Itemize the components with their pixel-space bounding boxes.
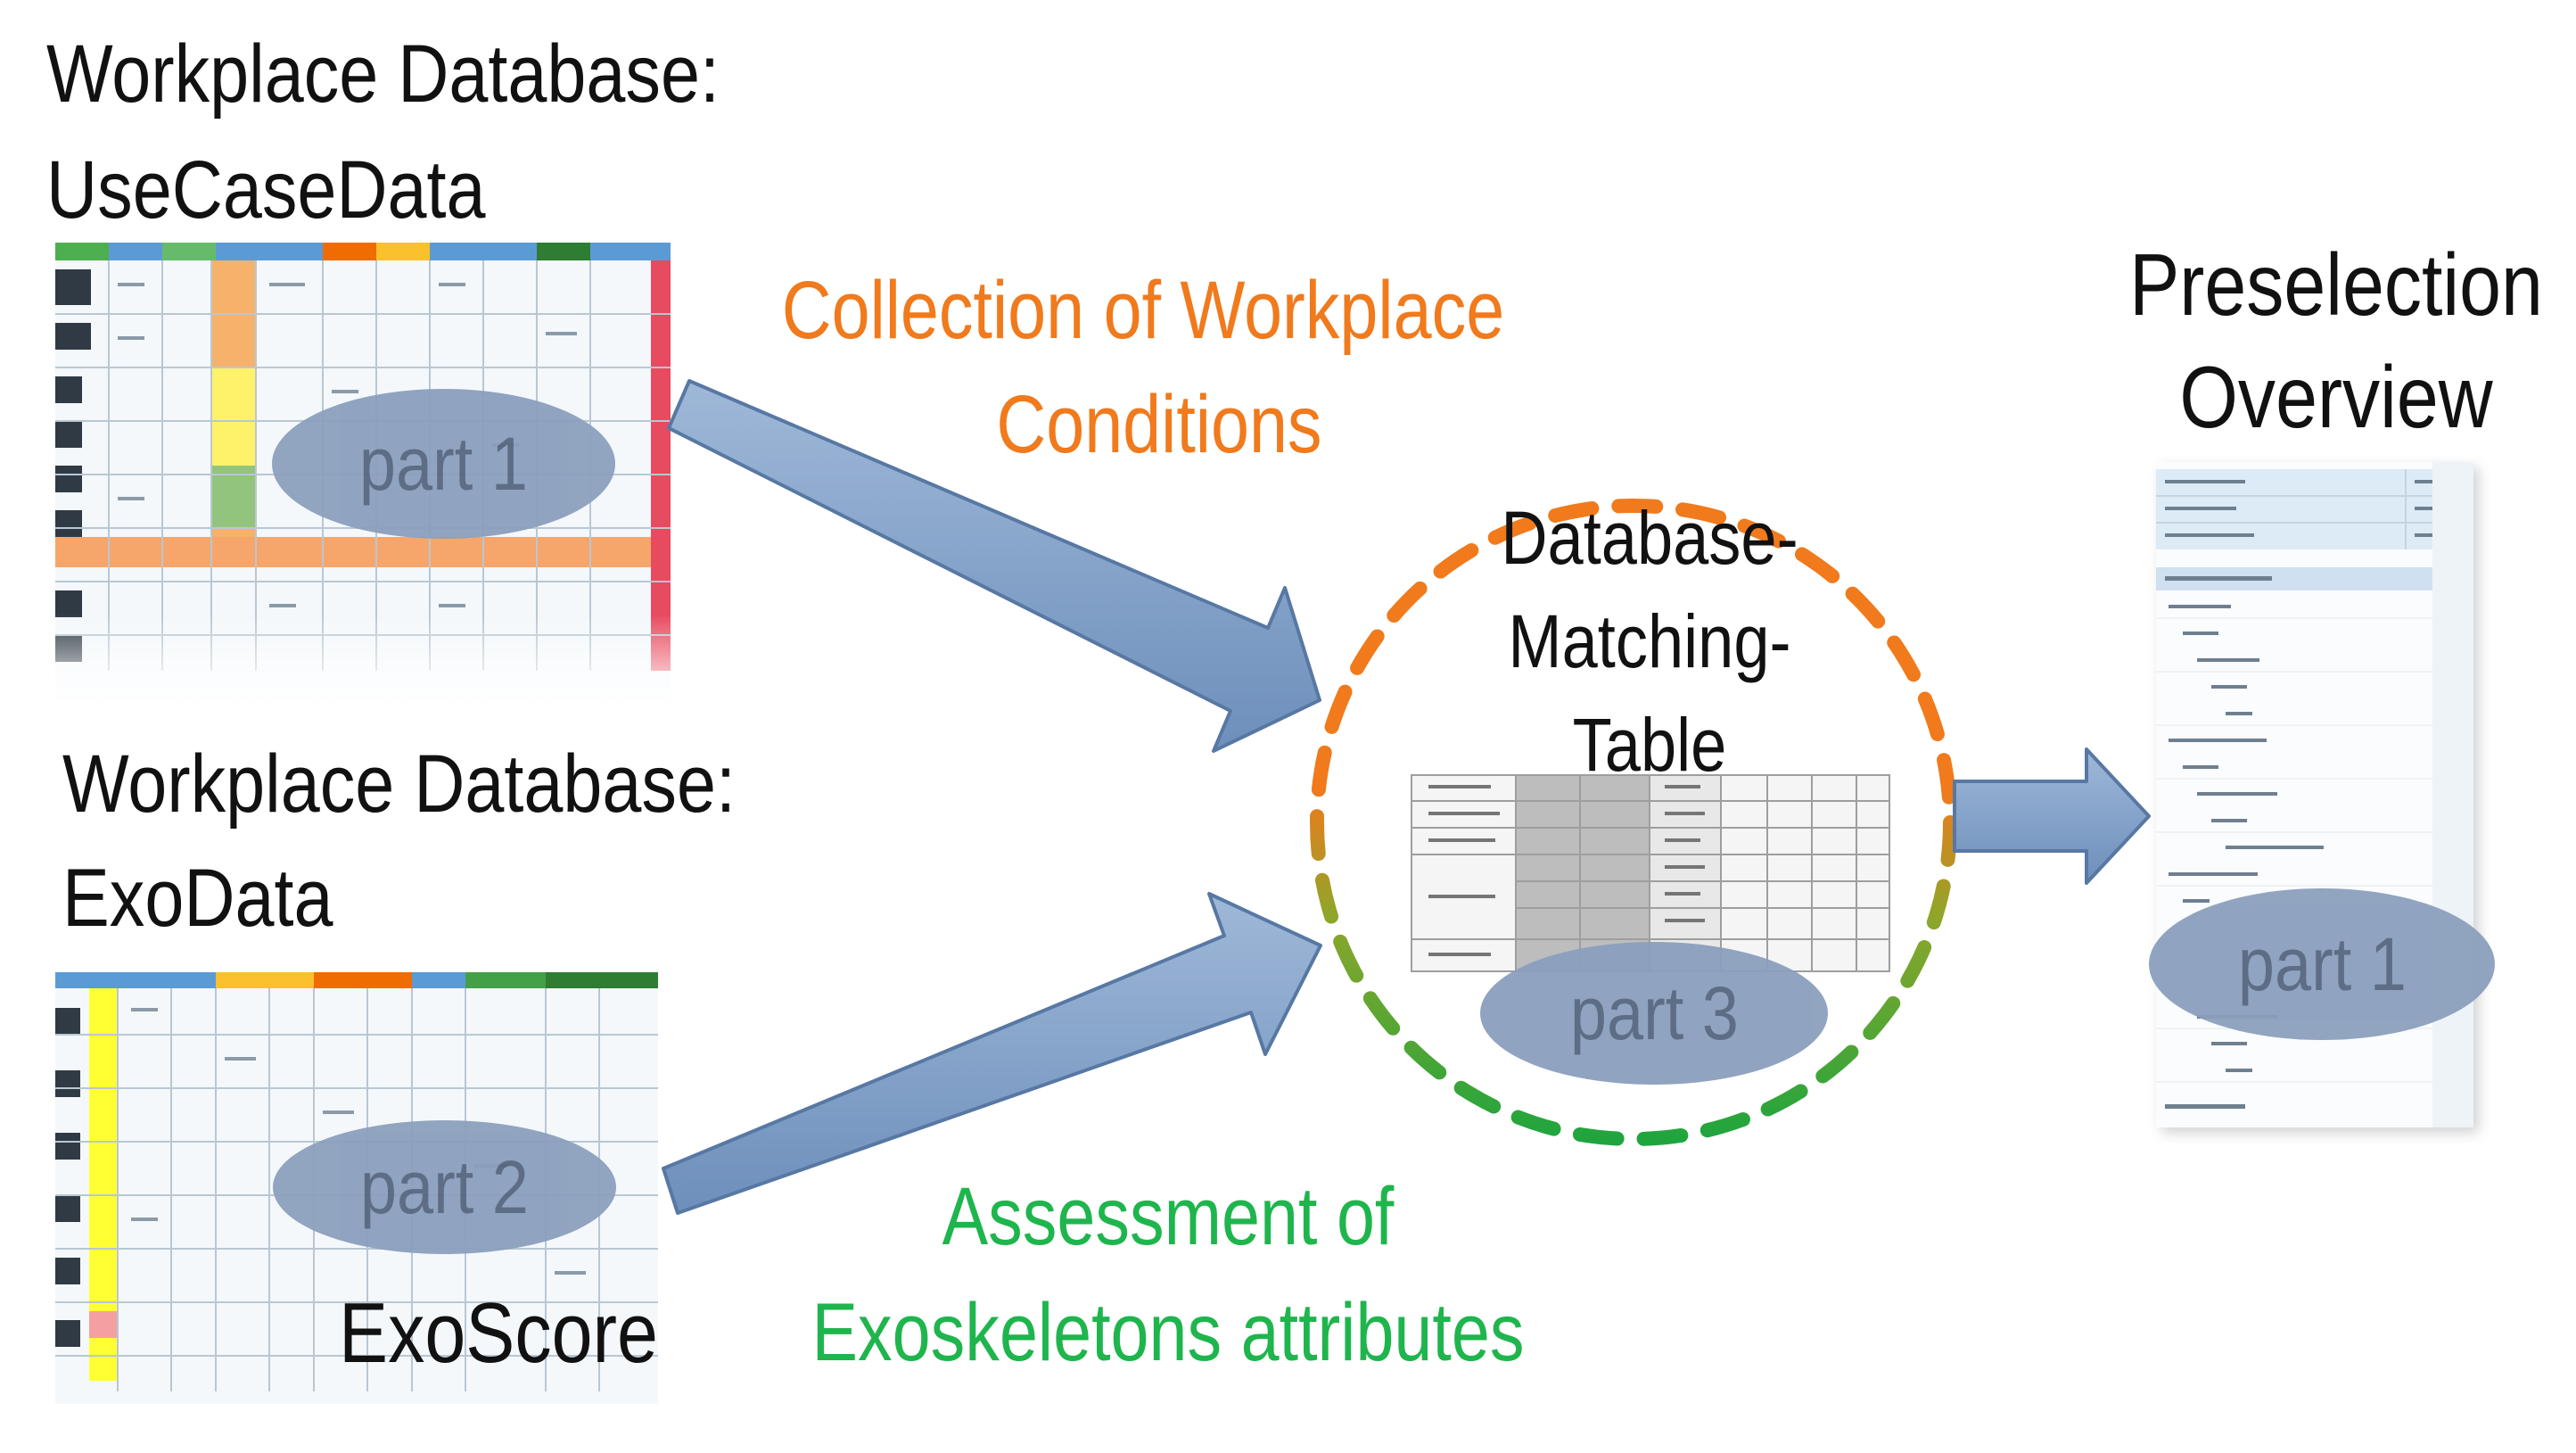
arrow-usecase-to-matching: [667, 379, 1321, 753]
exoscore-label: ExoScore: [339, 1285, 658, 1381]
usecase-db-title-line1: Workplace Database:: [46, 29, 720, 120]
matching-dashed-circle: [1310, 499, 1957, 1146]
part1-preselection-label: part 1: [2237, 921, 2407, 1006]
matching-table-title-line1: Database-: [1501, 496, 1798, 580]
part2-exo-label: part 2: [359, 1144, 530, 1229]
part2-exo-ellipse: part 2: [273, 1120, 616, 1254]
part3-matching-ellipse: part 3: [1480, 942, 1828, 1085]
exo-db-title-line2: ExoData: [62, 853, 333, 944]
arrow-exo-to-matching: [662, 892, 1322, 1215]
matching-table-title-line2: Matching-: [1508, 599, 1791, 683]
assessment-label-line2: Exoskeletons attributes: [811, 1287, 1525, 1378]
part1-usecase-ellipse: part 1: [272, 389, 615, 539]
part3-matching-label: part 3: [1569, 970, 1739, 1055]
preselection-title-line1: Preselection: [2129, 235, 2543, 334]
part1-preselection-ellipse: part 1: [2149, 888, 2495, 1040]
collection-label-line2: Conditions: [996, 379, 1322, 470]
collection-label-line1: Collection of Workplace: [781, 265, 1505, 356]
exo-db-title-line1: Workplace Database:: [62, 739, 736, 830]
matching-table-thumbnail: [1411, 774, 1890, 972]
part1-usecase-label: part 1: [358, 421, 529, 506]
matching-table-title-line3: Table: [1572, 703, 1727, 787]
preselection-title-line2: Overview: [2179, 348, 2493, 446]
assessment-label-line1: Assessment of: [942, 1171, 1395, 1262]
usecase-db-title-line2: UseCaseData: [46, 144, 486, 235]
arrow-matching-to-preselection: [1953, 747, 2151, 885]
